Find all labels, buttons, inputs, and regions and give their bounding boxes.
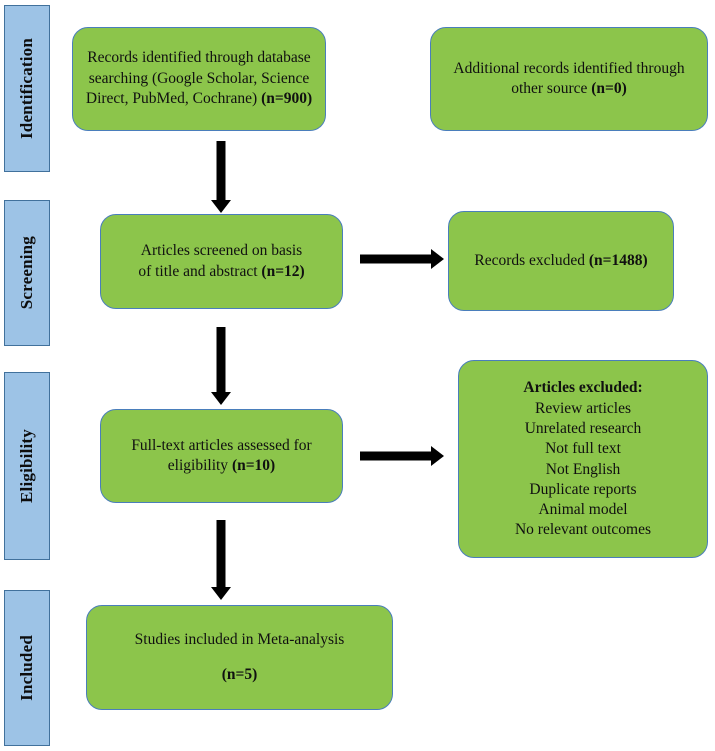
stage-label-identification: Identification — [17, 37, 36, 140]
fulltext-assessed-count: (n=10) — [231, 457, 276, 474]
additional-records-line2: other source — [511, 80, 592, 97]
articles-excluded-reason: No relevant outcomes — [514, 520, 651, 538]
articles-screened-line2: of title and abstract — [138, 262, 262, 280]
fulltext-assessed-line2: eligibility — [167, 457, 232, 474]
arrow-shaft — [216, 520, 226, 588]
records-identified-count: (n=900) — [261, 90, 313, 108]
arrow-head — [211, 392, 231, 405]
articles-excluded-reason: Unrelated research — [524, 420, 642, 438]
stage-label-eligibility: Eligibility — [17, 429, 36, 503]
articles-excluded-reason: Not English — [545, 460, 621, 478]
arrow-head — [211, 200, 231, 213]
studies-included-count: (n=5) — [221, 665, 258, 683]
articles-excluded-title: Articles excluded: — [523, 378, 643, 396]
arrow-head — [211, 587, 231, 600]
articles-excluded-reason: Review articles — [535, 400, 631, 418]
stage-label-included: Included — [17, 635, 36, 701]
additional-records-line1: Additional records identified through — [453, 59, 685, 77]
stage-label-screening: Screening — [17, 236, 36, 310]
stage-box-eligibility: Eligibility — [4, 372, 50, 560]
studies-included-line1: Studies included in Meta-analysis — [134, 631, 345, 649]
arrow-shaft — [360, 254, 432, 264]
node-studies-included: Studies included in Meta-analysis (n=5) — [86, 605, 393, 710]
articles-screened-count: (n=12) — [261, 262, 305, 280]
arrow-head — [431, 249, 444, 269]
node-articles-screened: Articles screened on basis of title and … — [100, 214, 343, 309]
arrow-shaft — [216, 141, 226, 201]
node-fulltext-assessed: Full-text articles assessed for eligibil… — [100, 409, 343, 503]
articles-excluded-reason: Duplicate reports — [529, 480, 637, 498]
stage-box-included: Included — [4, 590, 50, 746]
additional-records-count: (n=0) — [591, 80, 627, 97]
stage-box-identification: Identification — [4, 5, 50, 172]
records-identified-line1: Records identified through database — [87, 49, 311, 67]
records-identified-line2: searching (Google Scholar, Science — [88, 69, 310, 87]
articles-screened-line1: Articles screened on basis — [140, 242, 303, 260]
articles-excluded-reason: Animal model — [538, 500, 628, 518]
node-articles-excluded: Articles excluded: Review articles Unrel… — [458, 360, 708, 558]
fulltext-assessed-line1: Full-text articles assessed for — [131, 436, 312, 454]
records-excluded-label: Records excluded — [474, 251, 589, 269]
node-additional-records: Additional records identified through ot… — [430, 27, 708, 131]
node-records-excluded: Records excluded (n=1488) — [448, 211, 674, 311]
stage-box-screening: Screening — [4, 200, 50, 346]
records-excluded-count: (n=1488) — [588, 251, 648, 269]
arrow-shaft — [216, 327, 226, 393]
arrow-shaft — [360, 451, 432, 461]
node-records-identified: Records identified through database sear… — [72, 27, 326, 131]
records-identified-line3: Direct, PubMed, Cochrane) — [85, 90, 262, 108]
arrow-head — [431, 446, 444, 466]
articles-excluded-reason: Not full text — [545, 440, 621, 458]
